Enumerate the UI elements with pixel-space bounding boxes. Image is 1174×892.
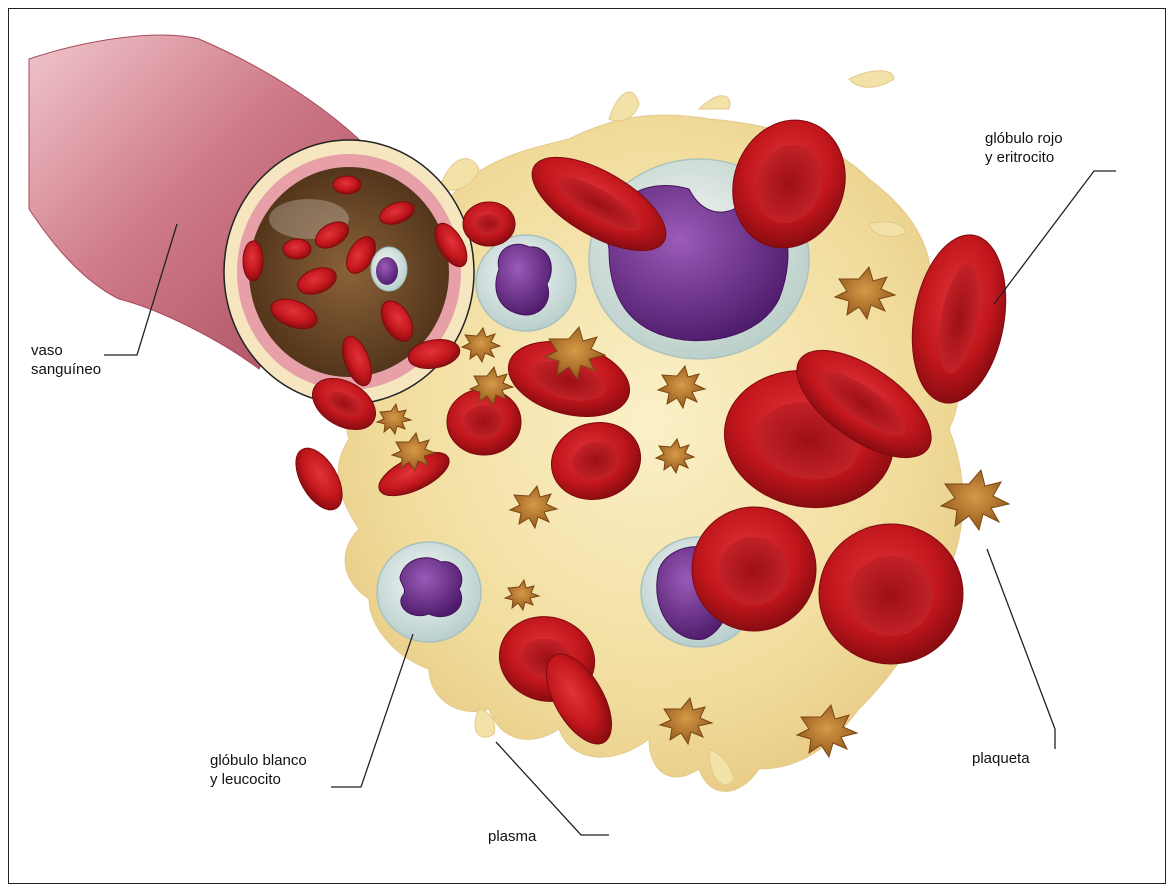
diagram-frame: vaso sanguíneo glóbulo rojo y eritrocito… <box>8 8 1166 884</box>
vessel-label: vaso sanguíneo <box>31 341 101 379</box>
plasma-label: plasma <box>488 827 536 846</box>
platelet-leader-line <box>987 549 1055 749</box>
red-cell-label-line-1: glóbulo rojo <box>985 129 1063 148</box>
red-cell-leader-line <box>994 171 1116 304</box>
red-cell-label-line-2: y eritrocito <box>985 148 1063 167</box>
vessel-label-line-2: sanguíneo <box>31 360 101 379</box>
white-cell-label-line-1: glóbulo blanco <box>210 751 307 770</box>
white-cell-leader-line <box>331 634 413 787</box>
vessel-label-line-1: vaso <box>31 341 101 360</box>
red-cell-label: glóbulo rojo y eritrocito <box>985 129 1063 167</box>
white-cell-label: glóbulo blanco y leucocito <box>210 751 307 789</box>
platelet-label: plaqueta <box>972 749 1030 768</box>
white-cell-label-line-2: y leucocito <box>210 770 307 789</box>
